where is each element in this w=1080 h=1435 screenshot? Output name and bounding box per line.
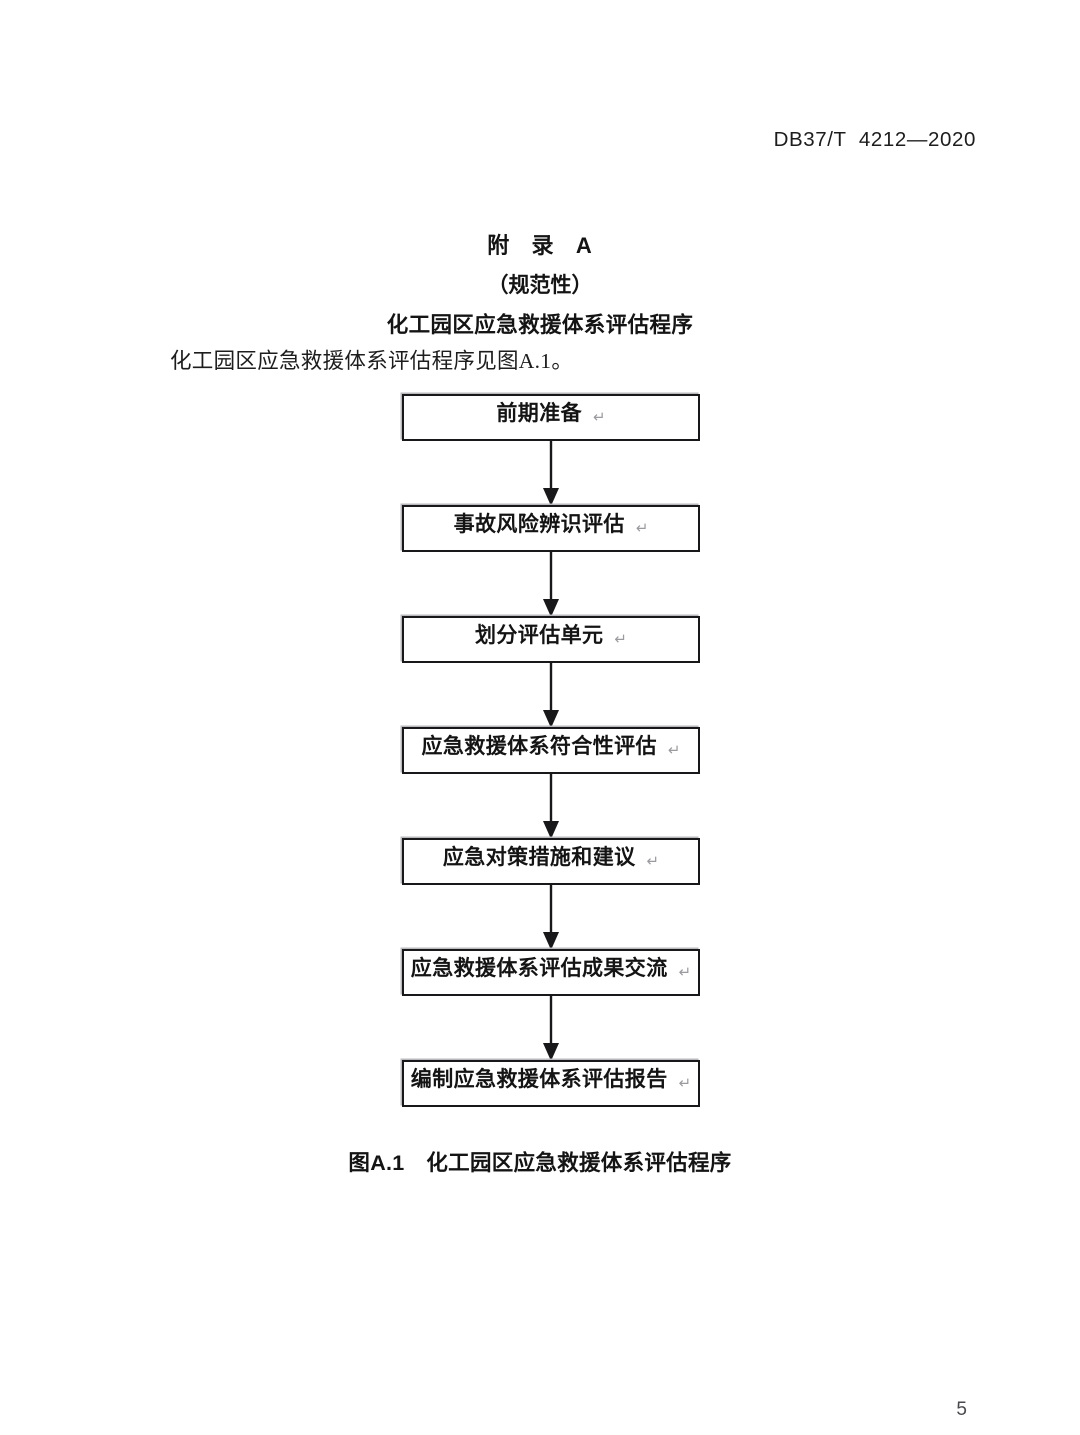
flow-node: 事故风险辨识评估 ↵ — [402, 505, 700, 552]
annex-kind: （规范性） — [487, 274, 593, 297]
body-paragraph: 化工园区应急救援体系评估程序见图A.1。 — [170, 349, 574, 373]
carriage-return-icon: ↵ — [678, 962, 692, 981]
carriage-return-icon: ↵ — [667, 740, 681, 759]
carriage-return-icon: ↵ — [635, 518, 649, 537]
flow-connector-arrow — [402, 440, 700, 506]
flow-node-label: 应急救援体系符合性评估 — [421, 734, 657, 758]
flow-connector-arrow — [402, 995, 700, 1061]
annex-label: 附 录 A — [487, 233, 593, 258]
figure-caption: 图A.1 化工园区应急救援体系评估程序 — [348, 1151, 732, 1175]
flow-connector-arrow — [402, 884, 700, 950]
page-number: 5 — [956, 1399, 967, 1420]
flow-connector-arrow — [402, 551, 700, 617]
flow-node-label: 应急对策措施和建议 — [442, 845, 636, 869]
flow-node: 应急救援体系符合性评估 ↵ — [402, 727, 700, 774]
flow-connector-arrow — [402, 773, 700, 839]
flow-node-label: 编制应急救援体系评估报告 — [410, 1067, 668, 1091]
flow-node: 划分评估单元 ↵ — [402, 616, 700, 663]
annex-title-block: 附 录 A （规范性） 化工园区应急救援体系评估程序 — [0, 228, 1080, 339]
carriage-return-icon: ↵ — [646, 851, 660, 870]
flow-node: 应急救援体系评估成果交流 ↵ — [402, 949, 700, 996]
standard-number-header: DB37/T 4212—2020 — [773, 128, 976, 151]
flow-node: 前期准备 ↵ — [402, 394, 700, 441]
flow-node-label: 划分评估单元 — [475, 623, 604, 647]
flow-node-label: 事故风险辨识评估 — [453, 512, 625, 536]
carriage-return-icon: ↵ — [593, 407, 606, 426]
flow-connector-arrow — [402, 662, 700, 728]
flow-node-label: 应急救援体系评估成果交流 — [410, 956, 668, 980]
flow-node: 编制应急救援体系评估报告 ↵ — [402, 1060, 700, 1107]
carriage-return-icon: ↵ — [614, 629, 627, 648]
annex-subject-title: 化工园区应急救援体系评估程序 — [386, 313, 694, 337]
carriage-return-icon: ↵ — [678, 1073, 692, 1092]
flow-node: 应急对策措施和建议 ↵ — [402, 838, 700, 885]
flow-node-label: 前期准备 — [496, 401, 583, 425]
evaluation-procedure-flowchart: 前期准备 ↵ 事故风险辨识评估 ↵ 划分评估单元 ↵ 应急救援体系符合性评估 ↵ — [402, 394, 704, 1107]
